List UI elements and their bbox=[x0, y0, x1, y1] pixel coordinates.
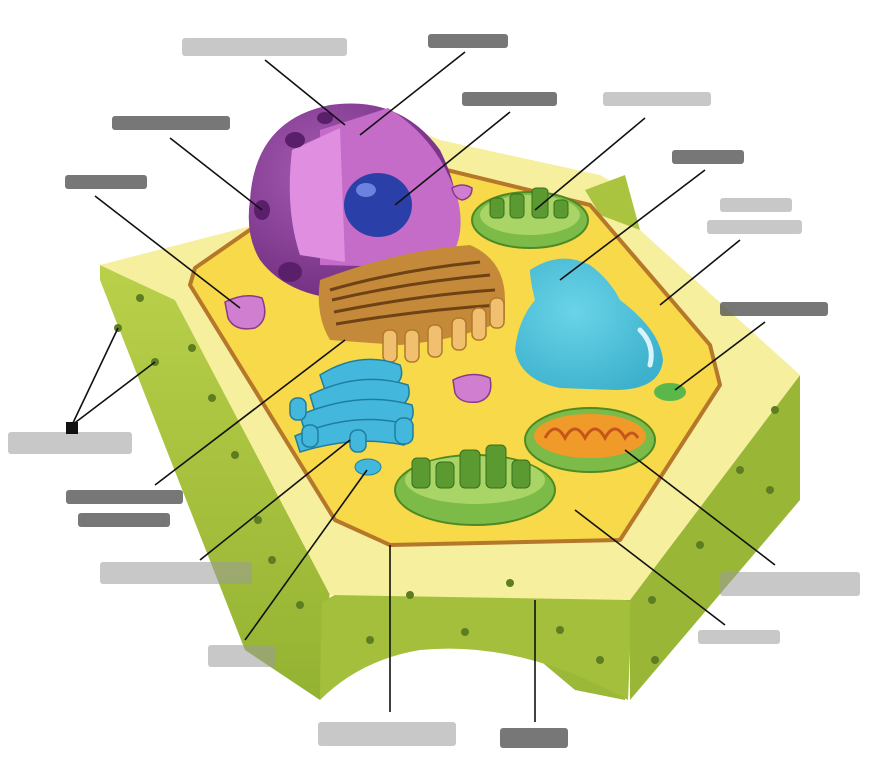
label-mask-9 bbox=[707, 220, 802, 234]
label-mask-5 bbox=[112, 116, 230, 130]
nucleus-pore-1 bbox=[285, 132, 305, 148]
label-mask-10 bbox=[720, 302, 828, 316]
cell-wall-right-face bbox=[630, 375, 800, 700]
cell-wall-left-face bbox=[100, 265, 330, 700]
label-mask-15 bbox=[208, 645, 276, 667]
label-mask-18 bbox=[698, 630, 780, 644]
chloroplast-bottom bbox=[394, 444, 556, 526]
vacuole-highlight bbox=[637, 327, 654, 368]
nucleus-pore-3 bbox=[278, 262, 302, 282]
label-mask-19 bbox=[720, 572, 860, 596]
label-mask-12 bbox=[66, 490, 183, 504]
chloroplast-top bbox=[471, 187, 589, 249]
mitochondrion bbox=[524, 407, 656, 473]
nucleolus-highlight bbox=[356, 183, 376, 197]
golgi-apparatus bbox=[289, 358, 414, 453]
label-mask-2 bbox=[428, 34, 508, 48]
label-mask-16 bbox=[318, 722, 456, 746]
label-mask-4 bbox=[603, 92, 711, 106]
label-mask-7 bbox=[672, 150, 744, 164]
label-anchor-dot bbox=[66, 422, 78, 434]
vesicles bbox=[224, 184, 492, 404]
er-tubes bbox=[382, 297, 505, 363]
label-mask-1 bbox=[182, 38, 347, 56]
vacuole bbox=[515, 258, 663, 390]
nucleus bbox=[248, 103, 461, 300]
nucleolus bbox=[344, 173, 412, 237]
rough-er bbox=[318, 245, 505, 363]
nucleus-inner bbox=[289, 128, 345, 262]
cell-wall-top-right-notch bbox=[585, 175, 640, 230]
er-folds bbox=[329, 260, 499, 326]
label-mask-6 bbox=[65, 175, 147, 189]
cell-wall-pores bbox=[114, 294, 779, 664]
label-mask-8 bbox=[720, 198, 792, 212]
label-masks bbox=[8, 34, 860, 748]
leader-lines bbox=[71, 51, 776, 722]
label-mask-17 bbox=[500, 728, 568, 748]
golgi-vesicle bbox=[354, 458, 382, 476]
label-mask-3 bbox=[462, 92, 557, 106]
nucleus-pore-4 bbox=[317, 112, 333, 124]
label-mask-13 bbox=[78, 513, 170, 527]
label-mask-11 bbox=[8, 432, 132, 454]
label-mask-14 bbox=[100, 562, 252, 584]
